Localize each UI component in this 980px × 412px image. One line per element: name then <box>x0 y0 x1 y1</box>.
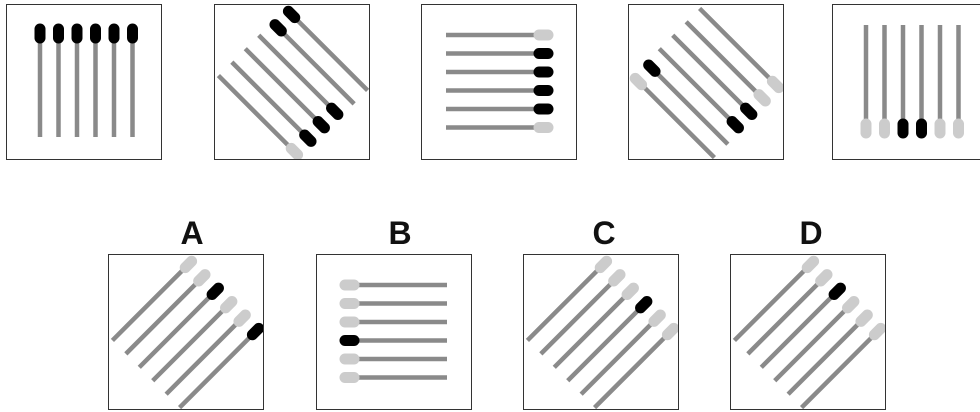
matchstick <box>592 328 674 409</box>
matchstick-head-black <box>269 19 287 37</box>
option-panel-d[interactable] <box>730 254 886 410</box>
matchstick-head-gray <box>608 269 626 287</box>
matchsticks-figure <box>732 255 885 409</box>
matchstick <box>759 287 841 369</box>
matchstick-head-gray <box>179 255 198 274</box>
matchstick <box>110 261 192 343</box>
sequence-panel-5 <box>832 4 980 160</box>
matchstick-head-black <box>326 102 344 120</box>
sequence-panel-2 <box>214 4 370 160</box>
matchstick-head-gray <box>285 142 304 159</box>
option-panel-c[interactable] <box>523 254 679 410</box>
matchstick <box>164 314 246 396</box>
matchstick-head-gray <box>661 322 678 341</box>
matchstick-head-gray <box>842 296 860 314</box>
matchstick <box>137 287 219 369</box>
option-label-a: A <box>180 215 204 251</box>
matchsticks-figure <box>446 29 554 133</box>
matchsticks-figure <box>34 23 138 137</box>
matchstick <box>697 6 779 88</box>
sequence-panel-4 <box>628 4 784 160</box>
matchsticks-figure <box>525 255 678 409</box>
matchstick-head-black <box>740 102 758 120</box>
matchstick <box>799 328 881 409</box>
sequence-panel-3 <box>421 4 577 160</box>
matchstick-head-gray <box>801 255 820 274</box>
matchstick-head-black <box>726 116 744 134</box>
matchstick-head-gray <box>766 75 783 94</box>
matchstick <box>274 24 356 106</box>
matchsticks-figure <box>216 5 369 159</box>
option-label-b: B <box>388 215 412 251</box>
matchstick-head-black <box>828 282 846 300</box>
matchstick-head-black <box>206 282 224 300</box>
matchstick-head-gray <box>594 255 613 274</box>
matchstick <box>657 47 739 129</box>
matchstick <box>671 33 753 115</box>
sequence-panel-1 <box>6 4 162 160</box>
matchstick <box>684 20 766 102</box>
matchstick-head-black <box>643 59 661 77</box>
matchstick-head-gray <box>868 322 885 341</box>
matchstick-head-gray <box>855 309 873 327</box>
matchstick <box>216 73 298 155</box>
matchsticks-figure <box>110 255 263 409</box>
matchstick-head-gray <box>753 89 771 107</box>
matchstick-head-gray <box>629 72 648 91</box>
option-panel-b[interactable] <box>316 254 472 410</box>
matchstick <box>525 261 607 343</box>
matchstick-head-gray <box>648 309 666 327</box>
matchstick <box>635 78 717 159</box>
matchstick-head-black <box>246 322 263 341</box>
matchstick <box>243 47 325 129</box>
matchstick-head-black <box>299 129 317 147</box>
matchsticks-figure <box>860 25 964 139</box>
matchsticks-figure <box>339 279 447 383</box>
option-label-c: C <box>592 215 616 251</box>
matchstick <box>648 64 730 146</box>
matchstick <box>786 314 868 396</box>
matchstick <box>151 301 233 383</box>
matchstick-head-black <box>312 116 330 134</box>
matchstick <box>288 11 369 93</box>
matchstick-head-gray <box>220 296 238 314</box>
matchstick-head-black <box>635 296 653 314</box>
matchstick-head-gray <box>815 269 833 287</box>
matchstick <box>257 33 339 115</box>
matchstick <box>124 274 206 356</box>
matchstick <box>732 261 814 343</box>
matchstick-head-gray <box>233 309 251 327</box>
matchstick <box>539 274 621 356</box>
option-panel-a[interactable] <box>108 254 264 410</box>
matchstick-head-gray <box>193 269 211 287</box>
matchstick <box>552 287 634 369</box>
matchstick <box>177 328 259 409</box>
matchstick <box>579 314 661 396</box>
matchstick-head-black <box>282 5 301 24</box>
option-label-d: D <box>799 215 823 251</box>
matchstick <box>746 274 828 356</box>
matchsticks-figure <box>629 6 783 159</box>
matchstick <box>230 60 312 142</box>
matchstick <box>566 301 648 383</box>
matchstick-head-gray <box>621 282 639 300</box>
matchstick <box>773 301 855 383</box>
